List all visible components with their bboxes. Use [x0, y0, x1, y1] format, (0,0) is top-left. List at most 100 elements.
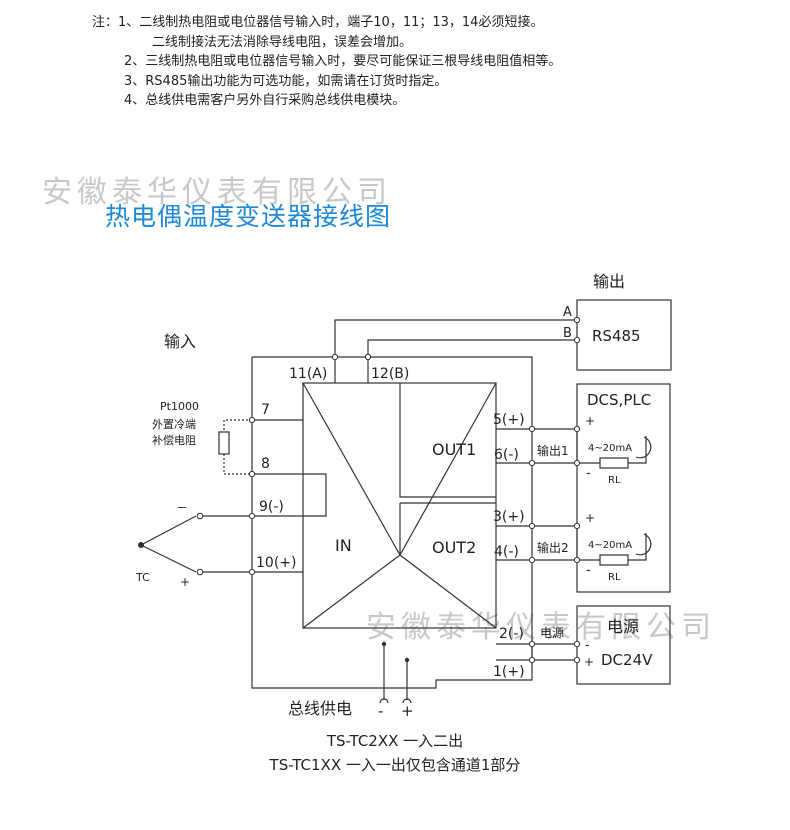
dot-pwr-p: [573, 656, 581, 664]
note-line-1: 注：1、二线制热电阻或电位器信号输入时，端子10，11；13，14必须短接。: [92, 15, 544, 30]
bus-plus-junction: [404, 657, 410, 663]
out1-frame: [399, 383, 496, 498]
dot-t6: [528, 459, 536, 467]
terminal-dots: [196, 316, 581, 664]
bus-minus-terminal: [379, 698, 389, 704]
bus-plus-terminal: [402, 698, 412, 704]
dot-pwr-m: [573, 640, 581, 648]
label-out2-plus: +: [585, 511, 595, 525]
notes-block: 注：1、二线制热电阻或电位器信号输入时，端子10，11；13，14必须短接。 二…: [92, 13, 561, 111]
dot-t8: [248, 470, 256, 478]
dot-t10: [248, 568, 256, 576]
label-pt1000: Pt1000: [160, 400, 199, 413]
divider-diag-bottom-left: [302, 554, 401, 629]
pt1000-dash-top: [223, 419, 252, 432]
label-t7: 7: [261, 402, 270, 418]
label-t4: 4(-): [494, 544, 519, 560]
dot-t1: [528, 656, 536, 664]
label-out1-plus: +: [585, 414, 595, 428]
out1-current-arrow: [635, 436, 652, 459]
label-in: IN: [335, 536, 352, 555]
bus-terminals: [379, 698, 412, 704]
dot-tc-minus: [196, 512, 204, 520]
dot-tc-plus: [196, 568, 204, 576]
dot-dcs-1m: [573, 459, 581, 467]
divider-diag-right: [399, 382, 497, 556]
label-t6: 6(-): [494, 447, 519, 463]
label-t8: 8: [261, 456, 270, 472]
note-line-2: 2、三线制热电阻或电位器信号输入时，要尽可能保证三根导线电阻值相等。: [124, 54, 562, 69]
label-t10: 10(+): [256, 555, 296, 571]
label-out2-cur: 4~20mA: [588, 540, 632, 551]
rs485-box: [576, 299, 672, 371]
dot-t5: [528, 425, 536, 433]
label-tc-plus: +: [180, 575, 190, 589]
divider-diag-left: [302, 382, 401, 556]
out1-rl: [599, 457, 629, 469]
dot-b: [573, 336, 581, 344]
dot-t12: [364, 353, 372, 361]
label-power-small: 电源: [540, 626, 564, 640]
label-out2-rl: RL: [608, 572, 621, 583]
rs485-line-b: [367, 339, 577, 357]
pt1000-dash-bottom: [223, 454, 252, 475]
diagram-title: 热电偶温度变送器接线图: [105, 202, 392, 231]
rs485-line-a: [334, 319, 577, 357]
note-line-1b: 二线制接法无法消除导线电阻，误差会增加。: [152, 34, 413, 50]
tc-junction: [138, 542, 144, 548]
label-out1: OUT1: [432, 440, 476, 459]
label-out1-minus: -: [586, 466, 591, 481]
label-bus-plus: +: [401, 702, 414, 720]
watermark-top: 安徽泰华仪表有限公司: [42, 175, 392, 210]
caption-2xx: TS-TC2XX 一入二出: [326, 732, 464, 750]
dot-dcs-2m: [573, 556, 581, 564]
label-out2-minus: -: [586, 563, 591, 578]
label-t9: 9(-): [259, 499, 284, 515]
divider-diag-bottom-right: [399, 554, 497, 629]
bus-minus-junction: [381, 641, 387, 647]
label-t11: 11(A): [289, 366, 327, 382]
dcs-box: [576, 383, 671, 593]
label-t12: 12(B): [371, 366, 409, 382]
out2-rl: [599, 554, 629, 566]
label-t5: 5(+): [493, 412, 525, 428]
dot-t11: [331, 353, 339, 361]
dot-t9: [248, 512, 256, 520]
out2-current-arrow: [635, 533, 652, 556]
pt1000-resistor: [218, 431, 230, 455]
label-rs485: RS485: [592, 327, 641, 345]
tc-wire-minus: [140, 515, 197, 546]
out2-rl-lead-right: [628, 533, 647, 561]
dot-t7: [248, 416, 256, 424]
label-pwr-minus: -: [585, 638, 590, 653]
label-out1-cur: 4~20mA: [588, 443, 632, 454]
tc-wire-plus: [140, 544, 197, 573]
out1-rl-lead-right: [628, 436, 647, 464]
label-out1-rl: RL: [608, 475, 621, 486]
label-t3: 3(+): [493, 509, 525, 525]
label-input: 输入: [164, 332, 196, 351]
label-b: B: [563, 326, 572, 341]
label-out1-ch: 输出1: [537, 443, 569, 458]
dot-a: [573, 316, 581, 324]
label-cj1: 外置冷端: [152, 418, 196, 431]
dot-dcs-1p: [573, 425, 581, 433]
label-output: 输出: [593, 272, 625, 291]
label-bus-minus: -: [378, 702, 383, 720]
label-a: A: [563, 305, 572, 320]
note-line-4: 4、总线供电需客户另外自行采购总线供电模块。: [124, 93, 406, 108]
label-dc24: DC24V: [601, 651, 653, 669]
dot-t4: [528, 556, 536, 564]
label-t1: 1(+): [493, 664, 525, 680]
label-bus: 总线供电: [288, 699, 352, 718]
junction-dots: [138, 542, 410, 663]
dot-t3: [528, 522, 536, 530]
label-power: 电源: [607, 617, 639, 636]
note-line-3: 3、RS485输出功能为可选功能，如需请在订货时指定。: [124, 73, 448, 89]
outer-loop: [251, 356, 533, 689]
dot-t2: [528, 640, 536, 648]
t8-t9-jumper: [303, 473, 327, 517]
label-tc: TC: [135, 571, 150, 584]
label-tc-minus: －: [176, 501, 188, 515]
